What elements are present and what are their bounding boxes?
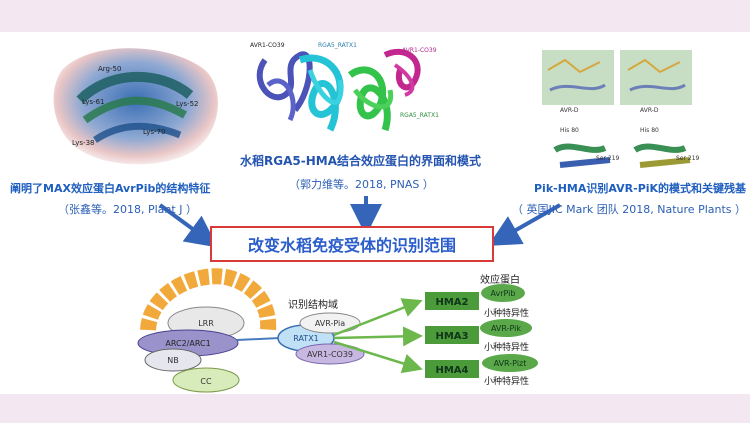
rga5-complex-structure-image bbox=[256, 48, 421, 132]
label-avr1-co39-b: AVR1-CO39 bbox=[402, 47, 437, 54]
label-his80-a: His 80 bbox=[560, 127, 579, 134]
avr1-co39-label: AVR1-CO39 bbox=[307, 350, 353, 359]
left-citation: （张鑫等。2018, Plant J ） bbox=[58, 203, 197, 216]
center-citation: （郭力维等。2018, PNAS ） bbox=[289, 178, 434, 191]
label-rga5-ratx1-a: RGA5_RATX1 bbox=[318, 42, 357, 49]
pik-hma-structure-image bbox=[542, 50, 692, 168]
avr-pia-label: AVR-Pia bbox=[315, 319, 345, 328]
bottom-band bbox=[0, 394, 750, 423]
effector-header: 效应蛋白 bbox=[480, 273, 520, 286]
avr-pizt-oval bbox=[482, 354, 538, 372]
label-arg50: Arg-50 bbox=[98, 65, 121, 73]
top-band bbox=[0, 0, 750, 32]
label-lys38: Lys-38 bbox=[72, 139, 94, 147]
label-rga5-ratx1-b: RGA5_RATX1 bbox=[400, 112, 439, 119]
arrow-hma4 bbox=[333, 340, 423, 374]
avr-pizt-label: AVR-Pizt bbox=[494, 359, 527, 368]
ratx1-label: RATX1 bbox=[293, 334, 319, 343]
hma2-box bbox=[425, 292, 479, 310]
nb-label: NB bbox=[167, 356, 178, 365]
note-hma2: 小种特异性 bbox=[484, 307, 529, 319]
label-lys61: Lys-61 bbox=[82, 98, 104, 106]
hma3-label: HMA3 bbox=[435, 331, 468, 342]
label-ser219-a: Ser 219 bbox=[596, 155, 620, 162]
arrow-right bbox=[488, 203, 561, 246]
avr-pik-oval bbox=[480, 319, 532, 337]
hma4-box bbox=[425, 360, 479, 378]
domain-label: 识别结构域 bbox=[288, 298, 338, 311]
hma3-box bbox=[425, 326, 479, 344]
arrow-hma2 bbox=[333, 298, 423, 337]
avrpib-label: AvrPib bbox=[491, 289, 516, 298]
avrpib-structure-image bbox=[53, 48, 218, 165]
label-avr-d-a: AVR-D bbox=[560, 107, 579, 114]
right-citation: （ 英国JIC Mark 团队 2018, Nature Plants ） bbox=[512, 203, 747, 216]
arc-label: ARC2/ARC1 bbox=[165, 339, 210, 348]
avr-pik-label: AVR-Pik bbox=[491, 324, 521, 333]
label-avr-d-b: AVR-D bbox=[640, 107, 659, 114]
main-title: 改变水稻免疫受体的识别范围 bbox=[210, 226, 494, 262]
label-his80-b: His 80 bbox=[640, 127, 659, 134]
center-caption: 水稻RGA5-HMA结合效应蛋白的界面和模式 bbox=[240, 154, 481, 168]
avrpib-oval bbox=[481, 284, 525, 302]
hma4-label: HMA4 bbox=[435, 365, 468, 376]
arrow-hma3 bbox=[333, 326, 423, 347]
label-lys52: Lys-52 bbox=[176, 100, 198, 108]
hma2-label: HMA2 bbox=[435, 297, 468, 308]
note-hma3: 小种特异性 bbox=[484, 341, 529, 353]
note-hma4: 小种特异性 bbox=[484, 375, 529, 387]
cc-label: CC bbox=[200, 377, 212, 386]
receptor-diagram bbox=[137, 268, 365, 393]
left-caption: 阐明了MAX效应蛋白AvrPib的结构特征 bbox=[10, 182, 211, 195]
label-ser219-b: Ser 219 bbox=[676, 155, 700, 162]
lrr-label: LRR bbox=[198, 319, 214, 328]
right-caption: Pik-HMA识别AVR-PiK的模式和关键残基 bbox=[534, 182, 747, 195]
label-lys70: Lys-70 bbox=[143, 128, 165, 136]
arrow-left bbox=[158, 203, 218, 248]
label-avr1-co39-a: AVR1-CO39 bbox=[250, 42, 285, 49]
